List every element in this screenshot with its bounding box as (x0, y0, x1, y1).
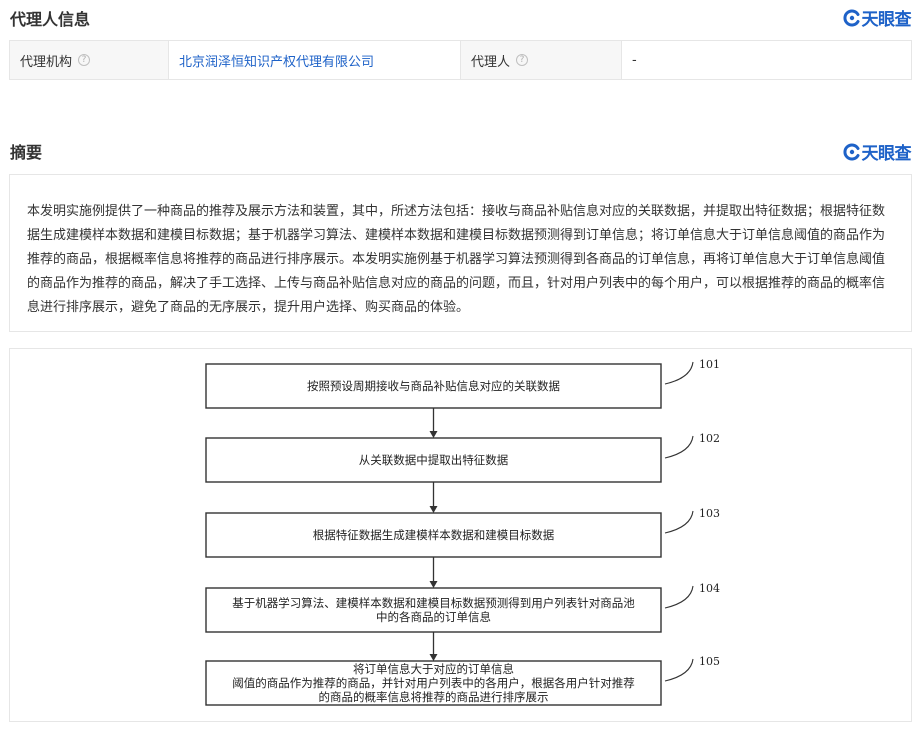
flow-arrow-head (429, 654, 438, 661)
agency-link[interactable]: 北京润泽恒知识产权代理有限公司 (179, 54, 375, 70)
flow-step-text: 根据特征数据生成建模样本数据和建模目标数据 (313, 528, 555, 542)
help-icon[interactable]: ? (78, 54, 91, 66)
flow-step-box (205, 437, 662, 483)
agent-label-cell: 代理人 ? (460, 41, 621, 79)
flow-step-box (205, 363, 662, 409)
flow-arrow-head (429, 506, 438, 513)
flow-step-box (205, 660, 662, 706)
flow-ref-number: 103 (699, 507, 720, 520)
tianyancha-logo[interactable]: 天眼查 (843, 139, 912, 164)
help-icon[interactable]: ? (516, 54, 529, 66)
flow-ref-leader (664, 585, 694, 609)
tianyancha-logo-text: 天眼查 (861, 10, 912, 30)
abstract-figure: 按照预设周期接收与商品补贴信息对应的关联数据 101 从关联数据中提取出特征数据 10… (9, 348, 912, 722)
flow-ref-number: 101 (699, 358, 720, 371)
flow-arrow-head (429, 581, 438, 588)
flow-step-text: 从关联数据中提取出特征数据 (359, 453, 509, 467)
flow-arrow-head (429, 431, 438, 438)
agent-section-title: 代理人信息 (10, 10, 91, 29)
agency-label-cell: 代理机构 ? (10, 41, 168, 79)
flow-ref-leader (664, 510, 694, 534)
tianyancha-logo-icon (843, 9, 859, 26)
tianyancha-logo-text: 天眼查 (861, 144, 912, 164)
agent-value: - (632, 52, 637, 68)
flow-step-text: 的商品的概率信息将推荐的商品进行排序展示 (319, 690, 549, 704)
flowchart: 按照预设周期接收与商品补贴信息对应的关联数据 101 从关联数据中提取出特征数据 10… (205, 358, 720, 706)
flow-ref-number: 105 (699, 655, 720, 668)
flow-step-text: 阈值的商品作为推荐的商品，并针对用户列表中的各用户，根据各用户针对推荐 (232, 676, 635, 690)
flow-ref-leader (664, 435, 694, 459)
agency-value-cell: 北京润泽恒知识产权代理有限公司 (168, 41, 460, 79)
flow-step-text: 中的各商品的订单信息 (376, 610, 491, 624)
agent-value-cell: - (621, 41, 911, 79)
agency-label: 代理机构 (20, 54, 73, 70)
tianyancha-logo[interactable]: 天眼查 (843, 5, 912, 30)
flow-step-text: 按照预设周期接收与商品补贴信息对应的关联数据 (307, 379, 560, 393)
flow-step-text: 将订单信息大于对应的订单信息 (353, 662, 514, 676)
flow-step-box (205, 512, 662, 558)
flow-ref-number: 102 (699, 432, 720, 445)
abstract-section-title: 摘要 (10, 143, 43, 162)
flow-ref-number: 104 (699, 582, 720, 595)
flow-ref-leader (664, 361, 694, 385)
tianyancha-logo-icon (843, 143, 859, 160)
flow-step-text: 基于机器学习算法、建模样本数据和建模目标数据预测得到用户列表针对商品池 (232, 596, 635, 610)
agent-info-table: 代理机构 ? 北京润泽恒知识产权代理有限公司 代理人 ? - (9, 40, 912, 80)
abstract-text: 本发明实施例提供了一种商品的推荐及展示方法和装置，其中，所述方法包括：接收与商品… (9, 174, 912, 332)
agent-label: 代理人 (471, 54, 511, 70)
flow-ref-leader (664, 658, 694, 682)
